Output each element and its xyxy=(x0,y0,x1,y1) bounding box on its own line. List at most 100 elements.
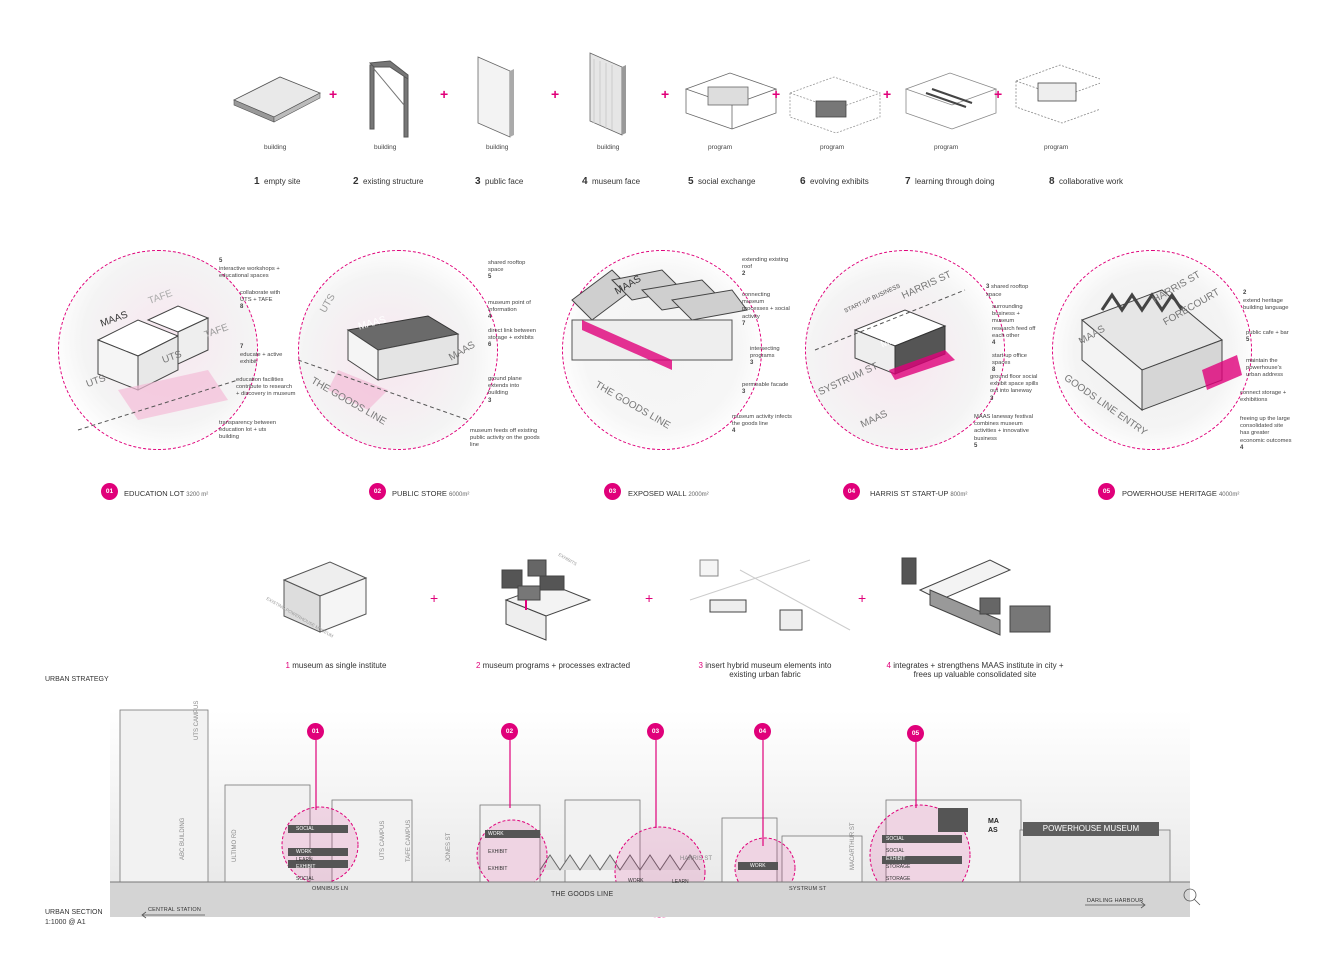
vertical-label: MACARTHUR ST xyxy=(850,822,856,870)
program-label: EXHIBIT xyxy=(488,849,508,855)
plus-sign: + xyxy=(645,590,654,606)
section-marker: 02 xyxy=(501,723,518,740)
direction-label-left: CENTRAL STATION xyxy=(148,907,202,913)
step-category: building xyxy=(374,144,397,151)
museum-block-icon xyxy=(282,561,368,633)
annotation: surrounding business + museum research f… xyxy=(992,304,1036,347)
building-label: POWERHOUSE MUSEUM xyxy=(1023,822,1159,836)
vertical-label: UTS CAMPUS xyxy=(380,820,386,860)
step-label: 4 museum face xyxy=(582,176,641,187)
step-label: 3 public face xyxy=(475,176,524,187)
step-label: 5 social exchange xyxy=(688,176,756,187)
hybrid-elements-icon xyxy=(689,559,851,631)
site-title: HARRIS ST START-UP 800m² xyxy=(870,489,968,498)
section-marker: 04 xyxy=(754,723,771,740)
vertical-label: JONES ST xyxy=(446,832,452,862)
strategy-caption: 2 museum programs + processes extracted xyxy=(475,661,631,670)
program-label: STORAGE xyxy=(886,876,911,882)
panel-icon xyxy=(477,56,514,138)
step-category: program xyxy=(1044,144,1069,151)
plus-sign: + xyxy=(551,86,560,102)
site-badge: 04 xyxy=(843,483,860,500)
program-label: SOCIAL xyxy=(296,876,315,882)
section-title: URBAN SECTION xyxy=(45,909,103,916)
vertical-label: HARRIS ST xyxy=(680,856,713,862)
step-category: program xyxy=(708,144,733,151)
site-title: EDUCATION LOT 3200 m² xyxy=(124,489,209,498)
strategy-caption: 4 integrates + strengthens MAAS institut… xyxy=(886,661,1064,679)
step-category: program xyxy=(934,144,959,151)
panel-icon xyxy=(589,52,626,136)
site-massing xyxy=(1081,289,1242,412)
site-badge: 03 xyxy=(604,483,621,500)
street-label: OMNIBUS LN xyxy=(312,886,349,892)
section-scale: 1:1000 @ A1 xyxy=(45,919,86,926)
program-label: WORK xyxy=(488,831,504,837)
step-label: 6 evolving exhibits xyxy=(800,176,869,187)
street-label: THE GOODS LINE xyxy=(551,891,614,898)
site-badge: 02 xyxy=(369,483,386,500)
box-icon xyxy=(904,72,998,130)
plus-sign: + xyxy=(994,86,1003,102)
program-label: SOCIAL xyxy=(886,836,905,842)
site-title: EXPOSED WALL 2000m² xyxy=(628,489,709,498)
annotation: freeing up the large consolidated site h… xyxy=(1240,416,1292,451)
program-label: STORAGE xyxy=(886,864,911,870)
plus-sign: + xyxy=(661,86,670,102)
plus-sign: + xyxy=(858,590,867,606)
integrated-icon xyxy=(901,557,1051,636)
program-label: SOCIAL xyxy=(296,826,315,832)
step-label: 2 existing structure xyxy=(353,176,424,187)
annotation: education facilities contribute to resea… xyxy=(236,377,296,398)
site-massing xyxy=(298,315,469,421)
site-badge: 01 xyxy=(101,483,118,500)
step-category: program xyxy=(820,144,845,151)
annotation: MAAS laneway festival combines museum ac… xyxy=(974,414,1033,449)
program-label: LEARN xyxy=(672,879,689,885)
box-icon xyxy=(788,76,882,134)
vertical-label: TAFE CAMPUS xyxy=(406,819,412,862)
vertical-label: ABC BUILDING xyxy=(180,817,186,860)
section-marker: 03 xyxy=(647,723,664,740)
site-badge: 05 xyxy=(1098,483,1115,500)
strategy-diagrams xyxy=(282,557,1051,641)
urban-strategy-title: URBAN STRATEGY xyxy=(45,676,109,683)
direction-label-right: DARLING HARBOUR xyxy=(1087,898,1144,904)
program-label: EXHIBIT xyxy=(488,866,508,872)
step-category: building xyxy=(264,144,287,151)
program-label: WORK xyxy=(296,849,312,855)
street-label: SYSTRUM ST xyxy=(789,886,827,892)
box-icon xyxy=(684,72,778,130)
frame-icon xyxy=(368,60,409,138)
program-label: EXHIBIT xyxy=(886,856,906,862)
vertical-label: UTS CAMPUS xyxy=(194,700,200,740)
annotation: connecting museum processes + social act… xyxy=(742,292,790,327)
strategy-caption: 1 museum as single institute xyxy=(285,661,387,670)
box-icon xyxy=(1014,64,1100,124)
vertical-label: ULTIMO RD xyxy=(232,829,238,862)
step-category: building xyxy=(486,144,509,151)
process-icons xyxy=(233,52,1100,138)
section-drawing xyxy=(110,709,1201,919)
step-label: 7 learning through doing xyxy=(905,176,995,187)
annotation: ground floor social exhibit space spills… xyxy=(990,374,1039,402)
program-label: WORK xyxy=(628,878,644,884)
annotation: 3 shared rooftop space xyxy=(986,284,1029,298)
site-massing xyxy=(814,289,966,380)
site-massing xyxy=(77,305,239,431)
section-marker: 05 xyxy=(907,725,924,742)
site-title: POWERHOUSE HERITAGE 4000m² xyxy=(1122,489,1240,498)
plus-sign: + xyxy=(430,590,439,606)
